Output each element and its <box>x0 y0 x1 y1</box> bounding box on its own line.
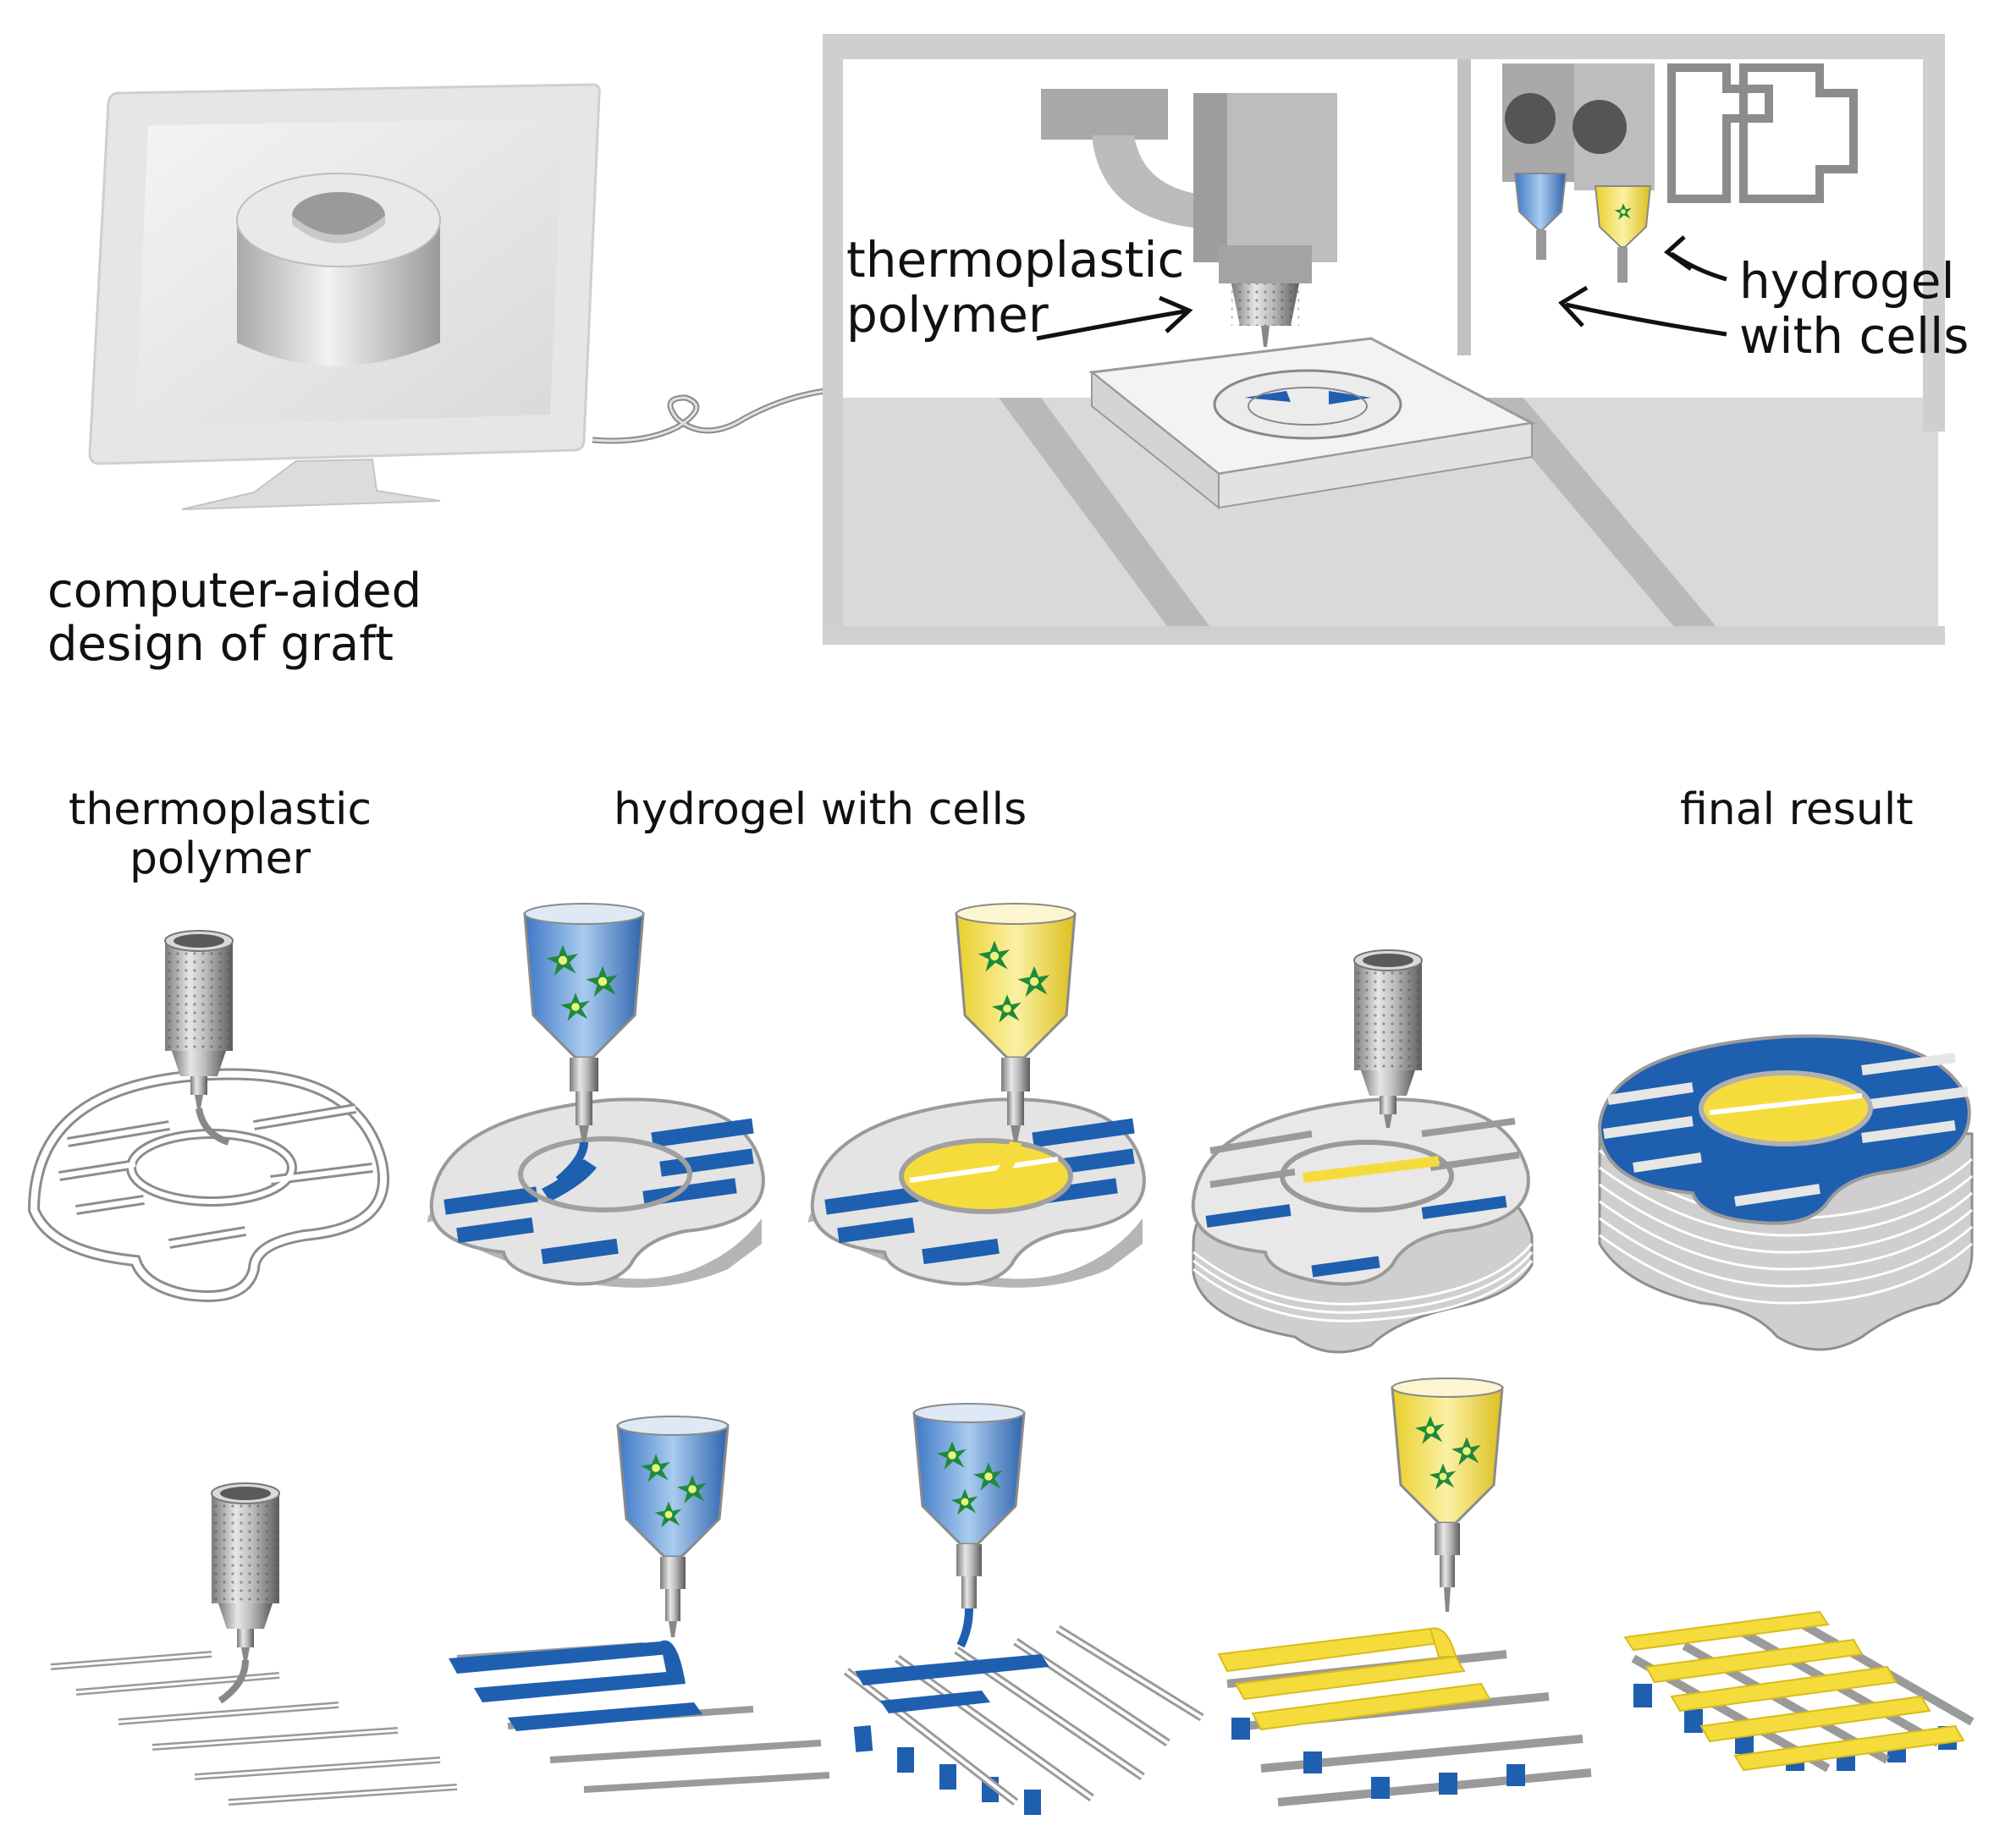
step3-yellow-hydrogel-graft <box>808 903 1146 1288</box>
row2-step3-blue-grid <box>843 1403 1204 1815</box>
step2-blue-hydrogel-graft <box>427 903 765 1288</box>
row2-step1-polymer-strands <box>50 1482 458 1806</box>
printer-thermo-line2: polymer <box>846 285 1049 344</box>
cad-label-line1: computer-aided <box>47 564 422 619</box>
step-final-label: final result <box>1680 784 1914 835</box>
cad-label: computer-aided design of graft <box>47 564 422 672</box>
printer-thermo-line1: thermoplastic <box>846 231 1185 289</box>
step5-final-graft <box>1597 1034 1974 1351</box>
step-thermo-line1: thermoplastic <box>68 784 372 835</box>
computer-monitor-icon <box>88 83 826 510</box>
3d-bioprinter-icon <box>823 34 1945 645</box>
printer-thermoplastic-label: thermoplastic polymer <box>846 233 1184 343</box>
step-thermo-line2: polymer <box>129 833 311 885</box>
printer-hydrogel-line2: with cells <box>1739 306 1969 365</box>
step1-polymer-scaffold <box>27 930 390 1302</box>
printer-hydrogel-label: hydrogel with cells <box>1739 254 1969 364</box>
cad-label-line2: design of graft <box>47 616 394 672</box>
step-thermoplastic-label: thermoplastic polymer <box>51 784 389 885</box>
row2-step2-blue-strands <box>449 1416 830 1793</box>
printer-arrows <box>1036 235 1727 341</box>
graft-cylinder-model <box>236 173 441 366</box>
printer-hydrogel-line1: hydrogel <box>1739 252 1955 310</box>
step-hydrogel-label: hydrogel with cells <box>614 784 1027 835</box>
row2-step5-final-grid <box>1623 1610 1975 1773</box>
step4-stacked-graft <box>1191 949 1534 1354</box>
row2-step4-yellow-strands <box>1217 1377 1592 1806</box>
